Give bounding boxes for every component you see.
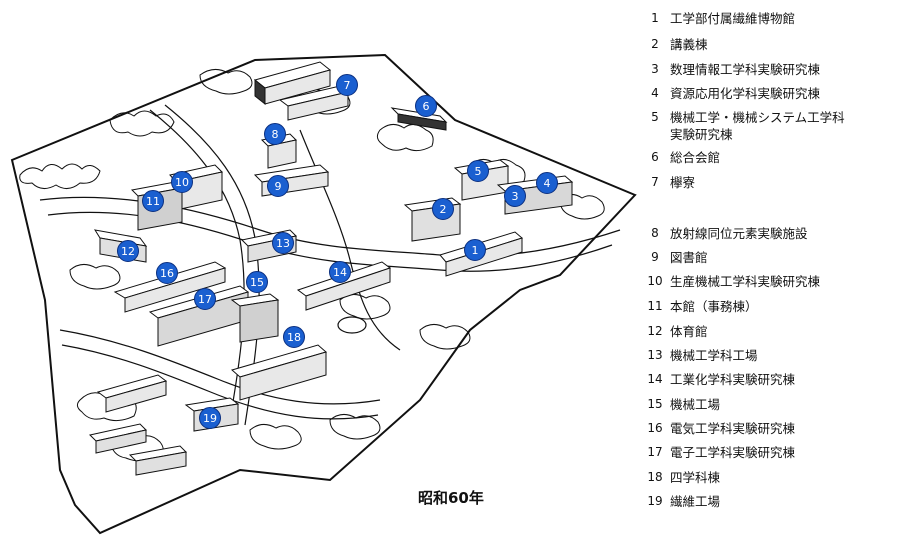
legend-number: 2 [651,37,659,51]
legend-number: 4 [651,86,659,100]
legend-item-1: 1 工学部付属繊維博物館 [640,10,795,27]
legend-name: 工学部付属繊維博物館 [670,11,796,26]
legend-name: 機械工場 [670,397,721,412]
building-7 [253,61,332,106]
legend-number: 13 [647,348,663,362]
legend-number: 14 [647,372,663,386]
legend-number: 5 [651,110,659,124]
map-marker-11: 11 [142,190,164,212]
legend-number: 3 [651,62,659,76]
legend-item-18: 18 四学科棟 [640,469,720,486]
legend-item-13: 13 機械工学科工場 [640,347,758,364]
campus-map: 1 2 3 4 5 6 7 8 9 10 11 12 13 14 15 16 1… [10,53,637,535]
legend-name: 繊維工場 [670,494,721,509]
legend-item-17: 17 電子工学科実験研究棟 [640,444,795,461]
map-marker-8: 8 [264,123,286,145]
legend-item-3: 3 数理情報工学科実験研究棟 [640,61,820,78]
legend-item-12: 12 体育館 [640,323,708,340]
legend-item-19: 19 繊維工場 [640,493,720,510]
legend-number: 7 [651,175,659,189]
legend-number: 9 [651,250,659,264]
legend-number: 6 [651,150,659,164]
building-sw3 [128,445,188,476]
legend-item-8: 8 放射線同位元素実験施設 [640,225,808,242]
legend-item-9: 9 図書館 [640,249,708,266]
map-marker-10: 10 [171,171,193,193]
legend-item-10: 10 生産機械工学科実験研究棟 [640,273,820,290]
map-caption: 昭和60年 [418,489,484,507]
legend-name: 電気工学科実験研究棟 [670,421,796,436]
map-marker-17: 17 [194,288,216,310]
legend-name: 図書館 [670,250,708,265]
legend-number: 11 [647,299,663,313]
legend-item-5: 5 機械工学・機械システム工学科 実験研究棟 [640,109,845,143]
legend-name: 工業化学科実験研究棟 [670,372,796,387]
map-marker-13: 13 [272,232,294,254]
legend-name: 総合会館 [670,150,721,165]
map-marker-5: 5 [467,160,489,182]
map-marker-19: 19 [199,407,221,429]
map-marker-1: 1 [464,239,486,261]
legend-item-15: 15 機械工場 [640,396,720,413]
legend-number: 15 [647,397,663,411]
building-sw2 [89,423,147,454]
map-marker-7: 7 [336,74,358,96]
legend-name: 資源応用化学科実験研究棟 [670,86,821,101]
map-marker-9: 9 [267,175,289,197]
map-marker-4: 4 [536,172,558,194]
plaza-oval [337,316,367,334]
legend-name: 体育館 [670,324,708,339]
legend-number: 17 [647,445,663,459]
map-marker-12: 12 [117,240,139,262]
map-marker-6: 6 [415,95,437,117]
map-marker-18: 18 [283,326,305,348]
building-7b [278,85,350,121]
legend-item-14: 14 工業化学科実験研究棟 [640,371,795,388]
building-18 [230,293,280,343]
legend-name: 欅寮 [670,175,696,190]
legend-name: 生産機械工学科実験研究棟 [670,274,821,289]
building-18b [230,344,328,401]
legend-number: 10 [647,274,663,288]
legend-number: 19 [647,494,663,508]
legend-number: 1 [651,11,659,25]
legend-name: 講義棟 [670,37,708,52]
legend-item-16: 16 電気工学科実験研究棟 [640,420,795,437]
legend-name: 四学科棟 [670,470,721,485]
legend-item-2: 2 講義棟 [640,36,708,53]
legend-name: 機械工学科工場 [670,348,758,363]
map-marker-15: 15 [246,271,268,293]
legend-item-7: 7 欅寮 [640,174,695,191]
map-marker-3: 3 [504,185,526,207]
legend-item-6: 6 総合会館 [640,149,720,166]
legend-name: 機械工学・機械システム工学科 実験研究棟 [670,110,845,142]
campus-map-drawing [10,53,637,535]
legend-item-11: 11 本館（事務棟） [640,298,758,315]
legend-name: 放射線同位元素実験施設 [670,226,808,241]
map-marker-2: 2 [432,198,454,220]
legend-number: 16 [647,421,663,435]
legend-name: 電子工学科実験研究棟 [670,445,796,460]
legend-name: 数理情報工学科実験研究棟 [670,62,821,77]
legend-name: 本館（事務棟） [670,299,758,314]
map-marker-14: 14 [329,261,351,283]
legend-number: 18 [647,470,663,484]
building-sw1 [96,374,168,413]
map-marker-16: 16 [156,262,178,284]
legend-item-4: 4 資源応用化学科実験研究棟 [640,85,820,102]
legend-number: 8 [651,226,659,240]
legend-number: 12 [647,324,663,338]
